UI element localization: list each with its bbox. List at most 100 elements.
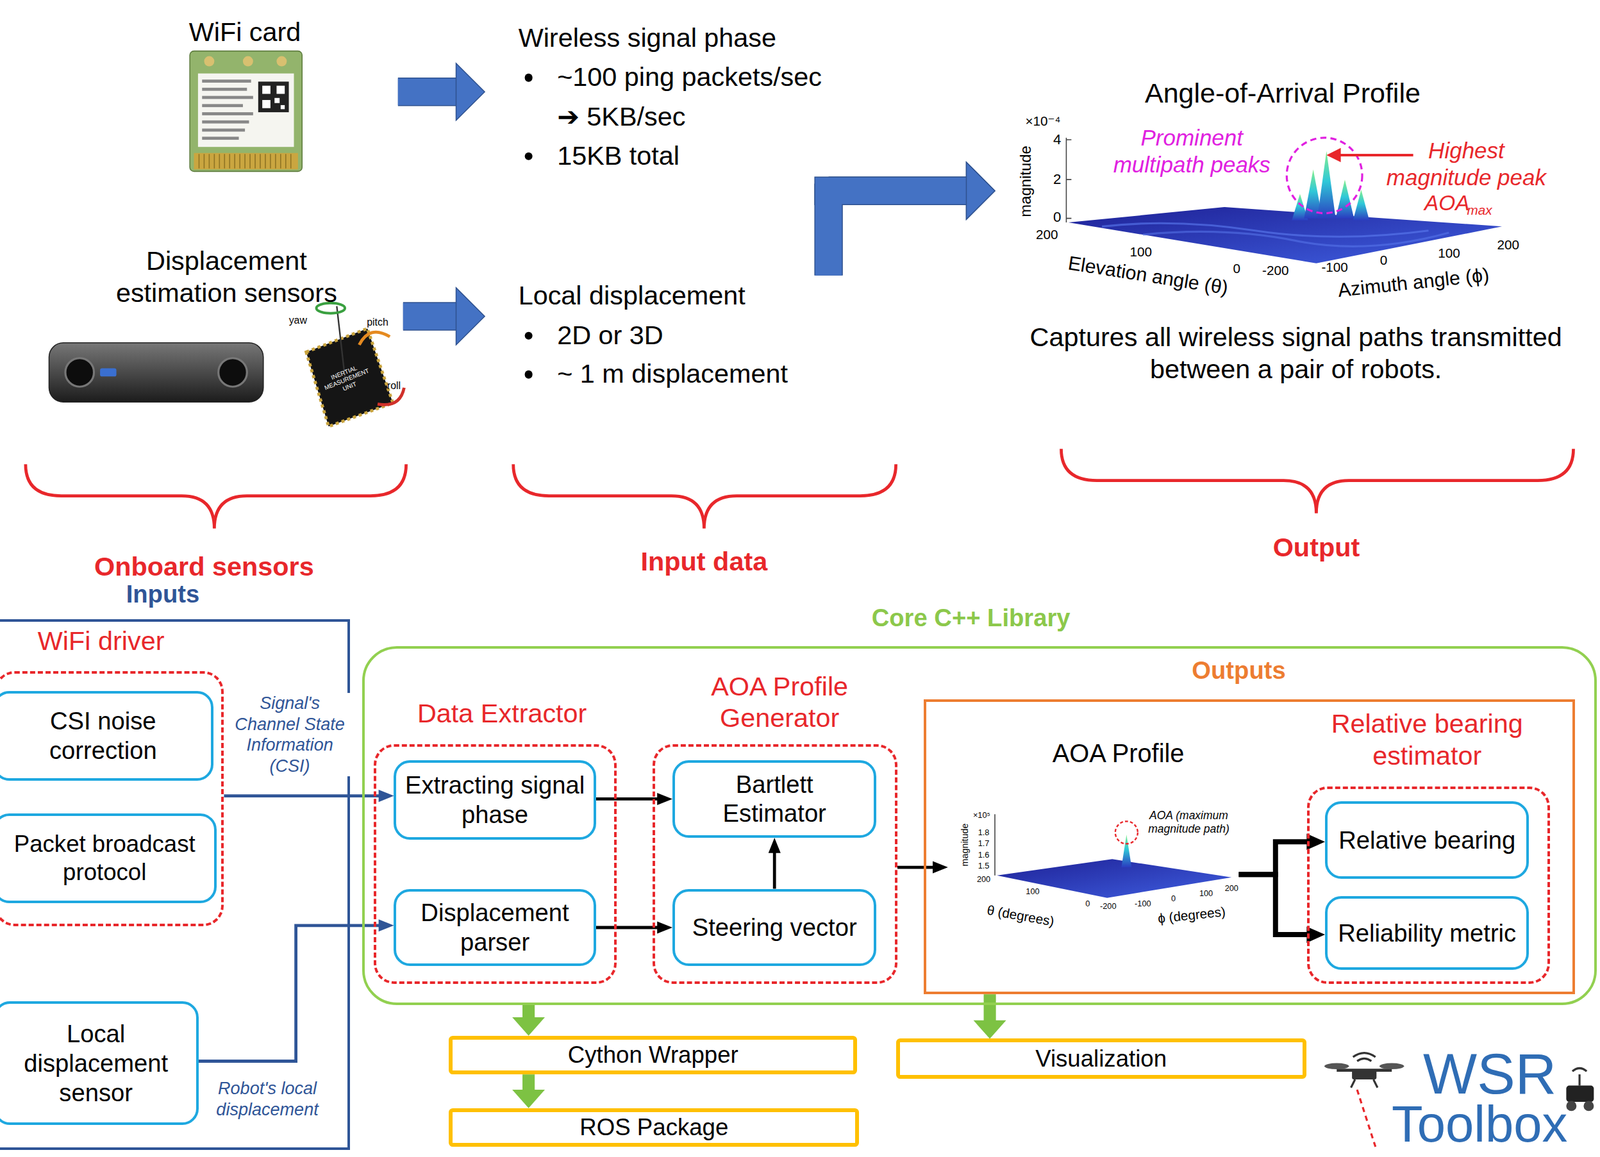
label-text: Toolbox — [1391, 1093, 1568, 1156]
wifi-card-image — [198, 153, 291, 168]
process-box: Extracting signal phase — [393, 760, 596, 840]
heading-text: WiFi card — [189, 16, 302, 49]
label-text: AOA — [1424, 190, 1470, 217]
aoa-plot — [1068, 207, 1502, 264]
logo-icons — [1572, 1068, 1587, 1072]
camera-image — [100, 368, 117, 377]
connector — [596, 797, 659, 801]
label-text: 1.6 — [978, 850, 990, 860]
connector — [1239, 874, 1326, 943]
small-aoa-plot — [996, 858, 1232, 898]
heading-text: Outputs — [1191, 655, 1286, 686]
wifi-card-image — [276, 85, 285, 95]
logo-icons — [1566, 1100, 1577, 1111]
label-text: 200 — [1496, 237, 1520, 254]
box-text: Local displacement sensor — [3, 1019, 190, 1108]
small-aoa-plot — [994, 814, 996, 876]
connector — [403, 303, 458, 330]
connector — [398, 78, 458, 106]
camera-image — [49, 342, 264, 402]
wifi-card-image — [203, 56, 215, 67]
label-text: 2 — [1053, 171, 1061, 189]
label-text: WSR — [1423, 1039, 1557, 1108]
module-group: Relative bearing estimatorRelative beari… — [1307, 786, 1550, 984]
box-text: Bartlett Estimator — [682, 769, 867, 829]
small-aoa-plot — [994, 814, 1232, 899]
label-text: Onboard sensors — [94, 551, 315, 584]
connector — [983, 994, 997, 1022]
connector — [403, 301, 458, 331]
sensor-group: Displacement estimation sensors — [51, 236, 404, 431]
imu-image — [336, 306, 345, 378]
process-box: Reliability metric — [1325, 896, 1529, 970]
connector — [773, 852, 777, 890]
label-text: Input data — [641, 546, 768, 579]
connector — [828, 162, 995, 276]
connector — [596, 921, 673, 934]
aoa-plot — [1142, 231, 1450, 247]
label-text: 1.7 — [978, 839, 990, 849]
connector — [973, 994, 1007, 1039]
label-text: θ (degrees) — [985, 902, 1056, 931]
connector — [378, 789, 395, 802]
wrapper-box: Cython Wrapper — [448, 1035, 858, 1075]
logo-icons — [1351, 1079, 1378, 1088]
wrapper-box: ROS Package — [448, 1108, 859, 1147]
wifi-card-image — [201, 136, 239, 140]
body-text: 15KB total — [557, 140, 680, 173]
process-box: Bartlett Estimator — [672, 760, 877, 838]
connector — [522, 1005, 535, 1018]
edge-label: Robot's local displacement — [206, 1078, 329, 1120]
heading-text: Displacement estimation sensors — [83, 245, 370, 309]
label-text: AOA (maximum magnitude path) — [1140, 808, 1238, 836]
connector — [403, 287, 485, 345]
box-text: ROS Package — [579, 1113, 729, 1142]
aoa-plot — [1066, 139, 1072, 219]
wifi-card-image — [189, 51, 302, 172]
label-text: magnitude — [1016, 146, 1035, 218]
label-text: -200 — [1100, 901, 1117, 911]
connector — [657, 921, 673, 934]
connector — [973, 1020, 1007, 1040]
wifi-card-image — [201, 120, 249, 124]
edge-label: Signal's Channel State Information (CSI) — [227, 692, 352, 777]
heading-text: Local displacement — [518, 280, 746, 313]
wifi-card-image — [198, 73, 295, 148]
connector — [897, 861, 949, 874]
connector — [828, 191, 968, 276]
heading-text: Data Extractor — [417, 698, 587, 731]
connector — [522, 1074, 535, 1091]
label-text: Output — [1273, 532, 1361, 565]
connector — [198, 925, 380, 1062]
connector — [512, 1017, 545, 1036]
bullet-dot — [524, 370, 533, 379]
imu-image — [377, 387, 404, 406]
label-text: 100 — [1025, 887, 1040, 897]
connector — [223, 789, 394, 802]
bullet-dot — [524, 73, 533, 83]
bracket — [25, 464, 407, 529]
connector — [932, 861, 949, 874]
logo-icons — [1351, 1069, 1377, 1080]
connector — [596, 926, 659, 930]
label-text: max — [1467, 202, 1493, 219]
body-text: Captures all wireless signal paths trans… — [1025, 322, 1567, 386]
wifi-card-image — [262, 85, 271, 95]
aoa-plot — [1353, 189, 1370, 221]
connector — [1239, 833, 1326, 875]
label-text: 1.5 — [978, 861, 990, 872]
connector — [1239, 874, 1308, 935]
heading-text: WiFi driver — [37, 625, 165, 658]
connector — [966, 162, 996, 220]
box-text: Cython Wrapper — [567, 1041, 739, 1070]
logo-icons — [1324, 1053, 1594, 1147]
outputs-panel: OutputsAOA ProfileRelative bearing estim… — [923, 699, 1575, 995]
logo-icons — [1578, 1074, 1581, 1086]
logo-icons — [1324, 1063, 1349, 1070]
box-text: CSI noise correction — [2, 706, 204, 766]
label-text: 0 — [1171, 894, 1176, 904]
box-text: Packet broadcast protocol — [2, 830, 207, 887]
camera-image — [65, 358, 95, 388]
camera-image — [218, 358, 248, 388]
